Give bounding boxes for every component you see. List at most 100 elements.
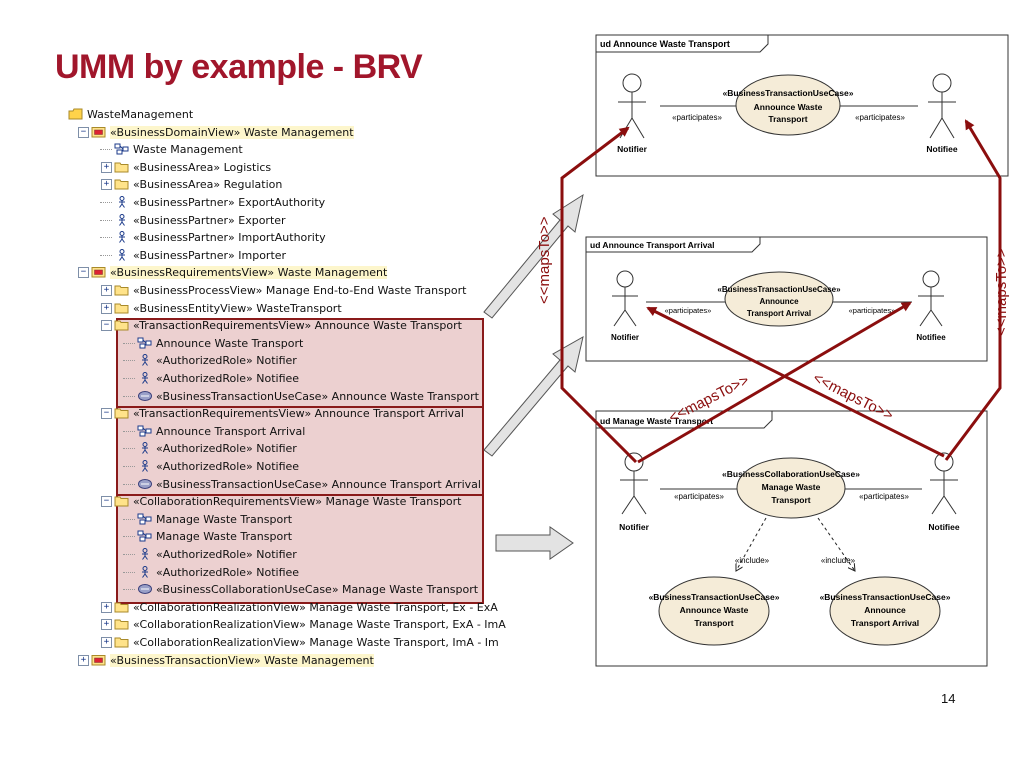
- actor-icon: [137, 548, 153, 560]
- diagram-icon: [137, 513, 153, 525]
- tree-expander-30[interactable]: +: [101, 637, 112, 648]
- tree-item[interactable]: «AuthorizedRole» Notifier: [137, 546, 297, 563]
- tree-item[interactable]: «BusinessPartner» ImportAuthority: [114, 229, 326, 246]
- d3-left-actor: Notifier: [619, 522, 649, 532]
- tree-item-label: «CollaborationRealizationView» Manage Wa…: [133, 636, 499, 649]
- tree-item[interactable]: «BusinessEntityView» WasteTransport: [114, 300, 342, 317]
- tree-item[interactable]: WasteManagement: [68, 106, 193, 123]
- d3-sub-left-name-2: Transport: [694, 618, 733, 628]
- tree-item[interactable]: Announce Waste Transport: [137, 335, 303, 352]
- actor-icon: [137, 460, 153, 472]
- tree-item[interactable]: «BusinessPartner» ExportAuthority: [114, 194, 325, 211]
- actor-icon: [137, 565, 153, 578]
- tree-item[interactable]: «BusinessDomainView» Waste Management: [91, 124, 354, 141]
- tree-connector: [123, 589, 135, 591]
- tree-item[interactable]: «AuthorizedRole» Notifiee: [137, 564, 299, 581]
- tree-item-label: «AuthorizedRole» Notifiee: [156, 565, 300, 579]
- tree-item[interactable]: «BusinessRequirementsView» Waste Managem…: [91, 264, 388, 281]
- page-number: 14: [941, 691, 956, 706]
- tree-item[interactable]: «TransactionRequirementsView» Announce T…: [114, 405, 464, 422]
- d3-usecase-name-1: Manage Waste: [762, 482, 821, 492]
- folder-icon: [114, 601, 130, 613]
- tree-connector: [100, 219, 112, 221]
- tree-item[interactable]: «BusinessProcessView» Manage End-to-End …: [114, 282, 466, 299]
- tree-item[interactable]: «CollaborationRealizationView» Manage Wa…: [114, 616, 506, 633]
- tree-item-label: «CollaborationRealizationView» Manage Wa…: [133, 600, 498, 614]
- block-arrow-2: [483, 336, 584, 457]
- tree-item[interactable]: «AuthorizedRole» Notifiee: [137, 370, 299, 387]
- maps-to-left-outer: [560, 126, 638, 464]
- tree-item-label: «BusinessArea» Logistics: [133, 160, 272, 174]
- tree-item[interactable]: «AuthorizedRole» Notifiee: [137, 458, 299, 475]
- tree-connector: [100, 237, 112, 239]
- tree-item[interactable]: «BusinessTransactionUseCase» Announce Tr…: [137, 476, 481, 493]
- actor-icon: [114, 231, 130, 243]
- tree-expander-22[interactable]: −: [101, 496, 112, 508]
- tree-expander-17[interactable]: −: [101, 408, 112, 420]
- tree-item-label: Manage Waste Transport: [156, 512, 293, 526]
- view-icon: [91, 654, 107, 666]
- tree-item[interactable]: «AuthorizedRole» Notifier: [137, 440, 297, 457]
- folder-icon: [114, 284, 130, 296]
- tree-expander-31[interactable]: +: [78, 654, 89, 666]
- tree-connector: [100, 202, 112, 203]
- d2-right-actor: Notifiee: [916, 333, 946, 342]
- block-arrow-1: [483, 193, 584, 319]
- tree-item[interactable]: «CollaborationRequirementsView» Manage W…: [114, 493, 462, 510]
- tree-item-label: «BusinessTransactionView» Waste Manageme…: [110, 653, 374, 667]
- maps-to-connections: [560, 119, 1002, 464]
- tree-expander-3[interactable]: +: [101, 161, 112, 173]
- d1-notifiee-actor-icon: [928, 73, 956, 139]
- diagram-icon: [137, 425, 153, 437]
- tree-item-label: «BusinessPartner» Exporter: [133, 213, 286, 227]
- d3-include-left: «include»: [735, 556, 770, 565]
- tree-item-label: «CollaborationRequirementsView» Manage W…: [133, 495, 462, 509]
- maps-to-right-outer: [944, 119, 1002, 461]
- tree-connector: [123, 554, 135, 555]
- tree-expander-1[interactable]: −: [78, 126, 89, 138]
- tree-item[interactable]: Manage Waste Transport: [137, 511, 292, 528]
- tree-item[interactable]: «AuthorizedRole» Notifier: [137, 352, 297, 369]
- tree-item[interactable]: «BusinessArea» Logistics: [114, 159, 271, 176]
- tree-expander-12[interactable]: −: [101, 320, 112, 332]
- tree-expander-29[interactable]: +: [101, 619, 112, 631]
- tree-item-label: «BusinessCollaborationUseCase» Manage Wa…: [156, 583, 479, 597]
- maps-to-label-right: <<mapsTo>>: [993, 248, 1010, 336]
- d3-sub-right-stereotype: «BusinessTransactionUseCase»: [820, 592, 951, 602]
- tree-item-label: «AuthorizedRole» Notifier: [156, 354, 297, 368]
- actor-icon: [114, 248, 130, 261]
- tree-item[interactable]: «CollaborationRealizationView» Manage Wa…: [114, 634, 499, 651]
- tree-item[interactable]: «BusinessArea» Regulation: [114, 176, 282, 193]
- d2-frame-title: ud Announce Transport Arrival: [590, 240, 715, 250]
- tree-item-label: «AuthorizedRole» Notifier: [156, 548, 297, 561]
- transaction-requirements-group-1: [116, 318, 484, 408]
- tree-expander-10[interactable]: +: [101, 285, 112, 296]
- tree-connector: [100, 254, 112, 256]
- d3-sub-right-name-2: Transport Arrival: [851, 618, 919, 628]
- tree-expander-11[interactable]: +: [101, 302, 112, 314]
- actor-icon: [137, 354, 153, 367]
- tree-item[interactable]: Manage Waste Transport: [137, 528, 292, 545]
- d3-usecase-name-2: Transport: [771, 495, 810, 505]
- tree-expander-4[interactable]: +: [101, 179, 112, 191]
- collaboration-requirements-group: [116, 494, 484, 604]
- tree-item[interactable]: «BusinessPartner» Exporter: [114, 212, 286, 229]
- tree-item-label: «AuthorizedRole» Notifiee: [156, 372, 300, 385]
- tree-item[interactable]: «BusinessPartner» Importer: [114, 247, 286, 264]
- tree-expander-28[interactable]: +: [101, 601, 112, 613]
- tree-item[interactable]: Announce Transport Arrival: [137, 423, 305, 440]
- tree-expander-9[interactable]: −: [78, 267, 89, 279]
- tree-item[interactable]: Waste Management: [114, 141, 243, 158]
- d3-frame-title: ud Manage Waste Transport: [600, 416, 713, 426]
- folder-icon: [114, 319, 130, 331]
- tree-item[interactable]: «TransactionRequirementsView» Announce W…: [114, 317, 462, 334]
- d1-left-actor: Notifier: [617, 144, 647, 154]
- tree-item[interactable]: «BusinessTransactionView» Waste Manageme…: [91, 652, 374, 669]
- tree-item[interactable]: «CollaborationRealizationView» Manage Wa…: [114, 599, 498, 616]
- tree-item-label: «BusinessPartner» ImportAuthority: [133, 231, 326, 245]
- tree-item[interactable]: «BusinessCollaborationUseCase» Manage Wa…: [137, 581, 478, 598]
- tree-item[interactable]: «BusinessTransactionUseCase» Announce Wa…: [137, 388, 479, 405]
- diagram-icon: [137, 530, 153, 542]
- d3-sub-left-name-1: Announce Waste: [680, 605, 749, 615]
